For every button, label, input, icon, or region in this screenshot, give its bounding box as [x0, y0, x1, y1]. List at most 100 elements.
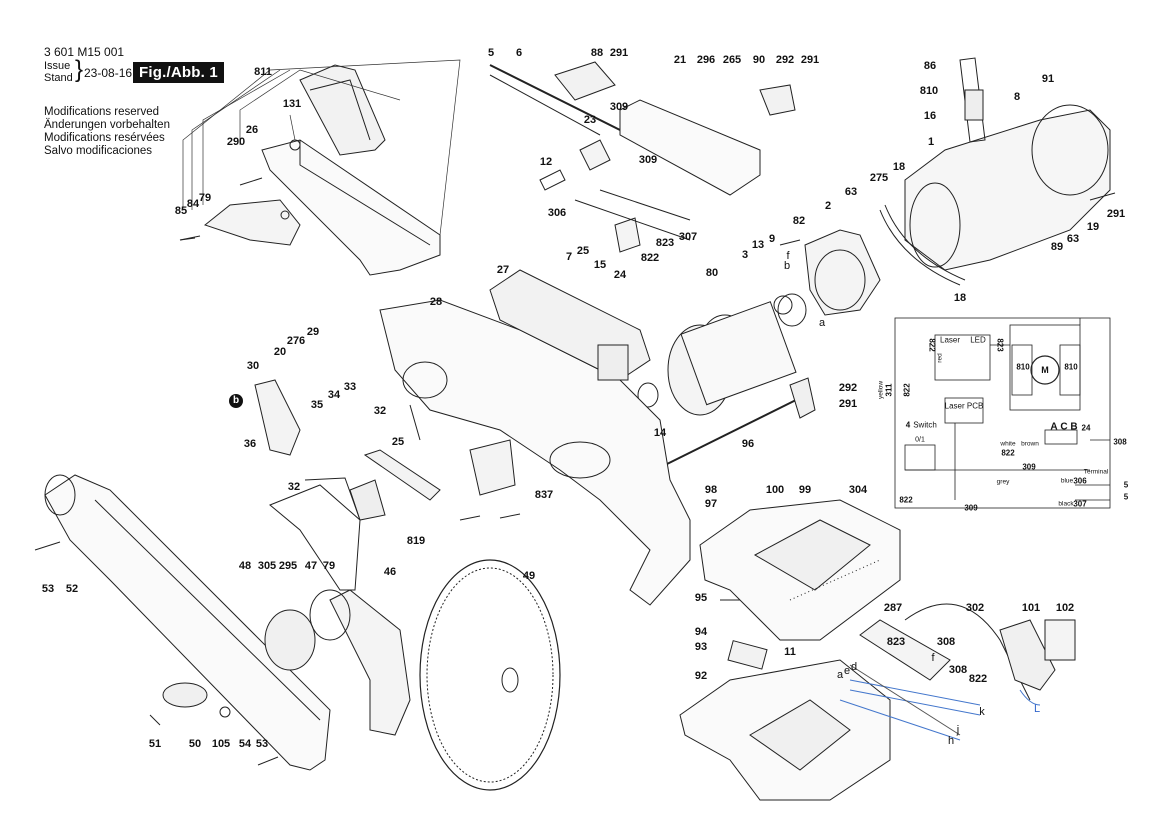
letter-L: L [1033, 703, 1041, 715]
callout-52: 52 [65, 583, 79, 595]
callout-79b: 79 [322, 560, 336, 572]
callout-819: 819 [406, 535, 426, 547]
callout-15: 15 [593, 259, 607, 271]
callout-291: 291 [609, 47, 629, 59]
callout-275: 275 [869, 172, 889, 184]
brace-glyph: } [75, 56, 84, 83]
note-en: Modifications reserved [44, 106, 160, 118]
callout-82: 82 [792, 215, 806, 227]
letter-d: d [850, 661, 858, 673]
wiring-cover [489, 61, 796, 253]
issue-stand-labels: Issue Stand [44, 60, 73, 84]
wire-810-right: 810 [1064, 362, 1078, 372]
callout-93: 93 [694, 641, 708, 653]
callout-25b: 25 [391, 436, 405, 448]
wire-color-white: white [1000, 440, 1016, 448]
callout-89: 89 [1050, 241, 1064, 253]
note-de: Änderungen vorbehalten [44, 119, 170, 131]
callout-14: 14 [653, 427, 667, 439]
wire-B: B [1070, 421, 1078, 433]
reference-marker-b: b [229, 394, 243, 408]
wire-309b: 309 [964, 503, 978, 513]
callout-100: 100 [765, 484, 785, 496]
wire-307: 307 [1073, 499, 1087, 509]
wire-color-gray: grey [996, 478, 1010, 486]
callout-35: 35 [310, 399, 324, 411]
callout-47: 47 [304, 560, 318, 572]
wire-color-yellow: yellow [877, 380, 885, 400]
wiring-diagram [894, 317, 1111, 509]
callout-19: 19 [1086, 221, 1100, 233]
callout-276: 276 [286, 335, 306, 347]
callout-309b: 309 [638, 154, 658, 166]
callout-53: 53 [41, 583, 55, 595]
callout-16: 16 [923, 110, 937, 122]
callout-85: 85 [174, 205, 188, 217]
callout-11: 11 [784, 646, 796, 658]
callout-823b: 823 [886, 636, 906, 648]
wire-810-left: 810 [1016, 362, 1030, 372]
callout-90: 90 [752, 54, 766, 66]
wire-822b: 822 [902, 383, 912, 397]
callout-24: 24 [613, 269, 627, 281]
wire-terminal: Terminal [1083, 468, 1109, 476]
callout-53b: 53 [255, 738, 269, 750]
letter-e: e [843, 665, 851, 677]
callout-92: 92 [694, 670, 708, 682]
callout-79: 79 [198, 192, 212, 204]
callout-1: 1 [927, 136, 935, 148]
callout-32b: 32 [287, 481, 301, 493]
wire-color-red: red [936, 353, 944, 363]
callout-305: 305 [257, 560, 277, 572]
callout-823: 823 [655, 237, 675, 249]
saw-blade [419, 559, 561, 791]
callout-98: 98 [704, 484, 718, 496]
callout-86: 86 [923, 60, 937, 72]
letter-j: j [956, 724, 960, 736]
callout-8: 8 [1013, 91, 1021, 103]
callout-50: 50 [188, 738, 202, 750]
callout-308b: 308 [948, 664, 968, 676]
screws [34, 192, 1116, 766]
callout-23: 23 [583, 114, 597, 126]
arm-housing [379, 269, 691, 606]
callout-12: 12 [539, 156, 553, 168]
callout-307: 307 [678, 231, 698, 243]
callout-837: 837 [534, 489, 554, 501]
callout-51: 51 [148, 738, 162, 750]
wire-311: 311 [884, 383, 894, 397]
note-fr: Modifications resérvées [44, 132, 165, 144]
lever-parts [254, 379, 516, 591]
callout-296: 296 [696, 54, 716, 66]
callout-5: 5 [487, 47, 495, 59]
turntable [679, 499, 901, 801]
callout-96: 96 [741, 438, 755, 450]
callout-33: 33 [343, 381, 357, 393]
letter-f: f [786, 250, 790, 262]
wire-306: 306 [1073, 476, 1087, 486]
callout-18: 18 [892, 161, 906, 173]
stand-label: Stand [44, 72, 73, 84]
callout-295: 295 [278, 560, 298, 572]
callout-84: 84 [186, 198, 200, 210]
wire-309a: 309 [1022, 462, 1036, 472]
callout-30: 30 [246, 360, 260, 372]
callout-27: 27 [496, 264, 510, 276]
callout-94: 94 [694, 626, 708, 638]
callout-95: 95 [694, 592, 708, 604]
callout-28: 28 [429, 296, 443, 308]
note-es: Salvo modificaciones [44, 145, 153, 157]
letter-h: h [947, 735, 955, 747]
spindle-shaft [664, 397, 801, 466]
callout-101: 101 [1021, 602, 1041, 614]
callout-88: 88 [590, 47, 604, 59]
wire-823: 823 [995, 338, 1005, 352]
callout-287: 287 [883, 602, 903, 614]
motor-symbol: M [1041, 365, 1049, 375]
modification-notes: Modifications reserved Änderungen vorbeh… [44, 106, 170, 158]
callout-25: 25 [576, 245, 590, 257]
callout-9: 9 [768, 233, 776, 245]
callout-2: 2 [824, 200, 832, 212]
wire-switch: Switch [913, 420, 937, 430]
wire-822a: 822 [927, 338, 937, 352]
